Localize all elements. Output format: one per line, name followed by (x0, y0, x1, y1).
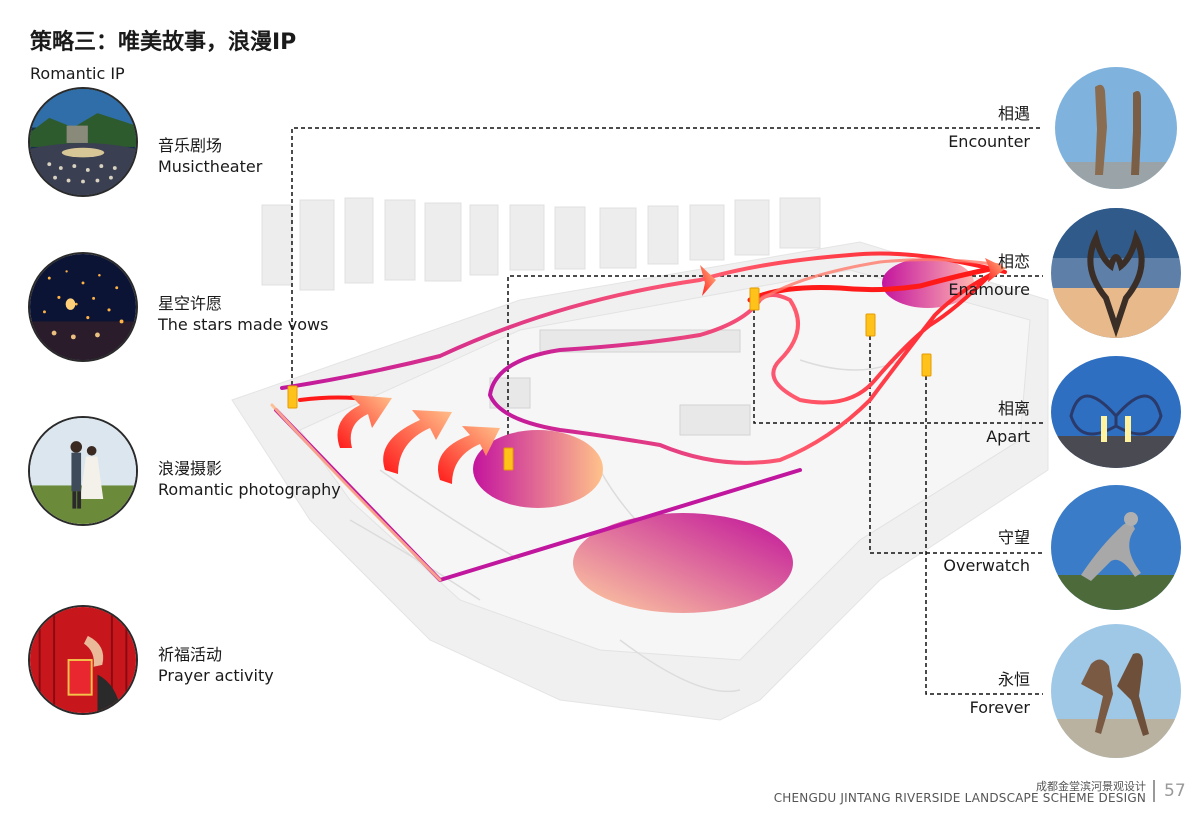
red-prayer-cards-photo (28, 605, 138, 715)
story-label-apart: 相离 Apart (986, 395, 1030, 451)
activity-cn: 浪漫摄影 (158, 459, 223, 478)
marker-forever (921, 353, 932, 377)
activity-label-sky-lanterns: 星空许愿 The stars made vows (158, 293, 328, 335)
fan-arrow-3 (438, 426, 500, 484)
sky-lanterns-photo (28, 252, 138, 362)
area-oval-large (573, 513, 793, 613)
couple-photo (28, 416, 138, 526)
page-number: 57 (1164, 781, 1186, 801)
activity-label-music-theater: 音乐剧场 Musictheater (158, 135, 262, 177)
footer-project-cn: 成都金堂滨河景观设计 (1036, 780, 1146, 793)
leader-line-enamoure (507, 275, 1043, 456)
activity-en: The stars made vows (158, 315, 329, 334)
story-cn: 永恒 (997, 670, 1030, 689)
activity-cn: 音乐剧场 (158, 136, 223, 155)
story-cn: 相离 (997, 399, 1030, 418)
fan-arrow-1 (337, 395, 392, 448)
activity-label-romantic-photography: 浪漫摄影 Romantic photography (158, 458, 341, 500)
story-en: Forever (969, 698, 1030, 717)
activity-en: Musictheater (158, 157, 263, 176)
footer-project-en: CHENGDU JINTANG RIVERSIDE LANDSCAPE SCHE… (773, 791, 1146, 805)
story-label-encounter: 相遇 Encounter (948, 100, 1030, 156)
reclining-figure-sculpture-photo (1051, 485, 1181, 610)
route-peach-diagonal (270, 403, 442, 582)
story-label-forever: 永恒 Forever (970, 666, 1030, 722)
activity-en: Prayer activity (158, 666, 274, 685)
story-en: Enamoure (948, 280, 1030, 299)
fan-arrow-east (985, 258, 1006, 282)
story-markers (287, 287, 932, 471)
dancing-figures-sculpture-photo (1051, 624, 1181, 758)
route-red-midline (747, 265, 998, 303)
route-east-tail (758, 258, 1002, 302)
page-subtitle: Romantic IP (30, 64, 125, 83)
marker-apart (749, 287, 760, 311)
marker-enamoure (503, 447, 514, 471)
leader-line-forever (925, 362, 1043, 695)
story-label-enamoure: 相恋 Enamoure (948, 248, 1030, 304)
music-theater-photo (28, 87, 138, 197)
story-en: Apart (986, 427, 1030, 446)
fan-arrow-2 (383, 410, 452, 474)
leader-line-apart (753, 295, 1043, 424)
story-cn: 守望 (997, 528, 1030, 547)
activity-en: Romantic photography (158, 480, 341, 499)
story-cn: 相遇 (997, 104, 1030, 123)
page-title: 策略三：唯美故事，浪漫IP (30, 30, 297, 55)
activity-label-prayer-activity: 祈福活动 Prayer activity (158, 644, 274, 686)
two-figures-sculpture-photo (1055, 67, 1177, 189)
story-en: Encounter (948, 132, 1030, 151)
activity-cn: 星空许愿 (158, 294, 223, 313)
site-plan-base (231, 197, 1049, 721)
marker-encounter (287, 385, 298, 409)
story-label-overwatch: 守望 Overwatch (943, 524, 1030, 580)
leader-line-encounter (291, 127, 1043, 392)
story-cn: 相恋 (997, 252, 1030, 271)
route-east-loop (488, 270, 998, 465)
butterfly-sculpture-photo (1051, 356, 1181, 468)
marker-overwatch (865, 313, 876, 337)
activity-cn: 祈福活动 (158, 645, 223, 664)
footer-divider (1153, 780, 1155, 802)
fan-arrow-north (700, 265, 716, 296)
embracing-sculpture-photo (1051, 208, 1181, 338)
fan-arrows (337, 258, 1006, 484)
story-en: Overwatch (943, 556, 1030, 575)
